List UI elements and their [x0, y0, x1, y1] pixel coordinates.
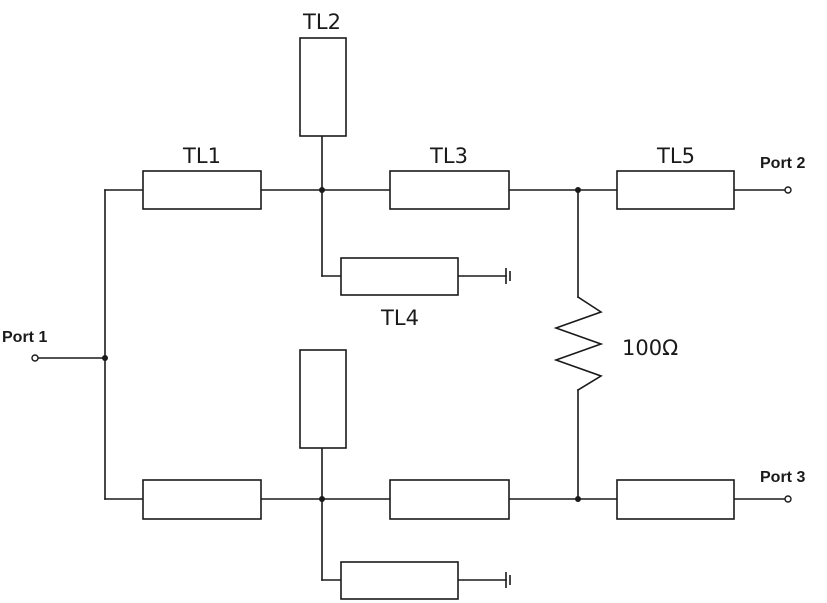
ground-icon: [505, 572, 511, 588]
tl2-bottom-box: [299, 349, 347, 449]
junction-top-tl2: [319, 187, 325, 193]
transmission-lines: [142, 37, 735, 600]
tl4-box: [340, 257, 459, 296]
tl4-label: TL4: [380, 306, 419, 330]
port2-label: Port 2: [760, 155, 805, 172]
tl2-label: TL2: [302, 10, 341, 34]
port2-terminal-icon: [784, 186, 792, 194]
tl3-label: TL3: [429, 144, 468, 168]
junction-splitter: [102, 355, 108, 361]
ground-icon: [505, 268, 511, 284]
tl2-box: [299, 37, 347, 137]
tl1-bottom-box: [142, 479, 262, 520]
tl1-label: TL1: [182, 144, 221, 168]
junction-bottom-resistor: [575, 496, 581, 502]
port3-label: Port 3: [760, 469, 805, 486]
tl5-box: [616, 170, 735, 210]
tl4-bottom-box: [340, 561, 459, 600]
tl3-box: [389, 170, 510, 210]
ground-symbols: [505, 268, 511, 588]
port-terminals: [31, 186, 792, 503]
resistor-label: 100Ω: [622, 336, 678, 360]
resistor-100-ohm: [553, 295, 604, 392]
port1-label: Port 1: [2, 329, 47, 346]
wires: [37, 135, 786, 581]
junction-bottom-tl2: [319, 496, 325, 502]
junction-dots: [102, 187, 581, 502]
tl5-bottom-box: [616, 479, 735, 520]
tl5-label: TL5: [656, 144, 695, 168]
port1-terminal-icon: [31, 354, 39, 362]
port3-terminal-icon: [784, 495, 792, 503]
tl3-bottom-box: [389, 479, 510, 520]
junction-top-resistor: [575, 187, 581, 193]
tl1-box: [142, 170, 262, 210]
